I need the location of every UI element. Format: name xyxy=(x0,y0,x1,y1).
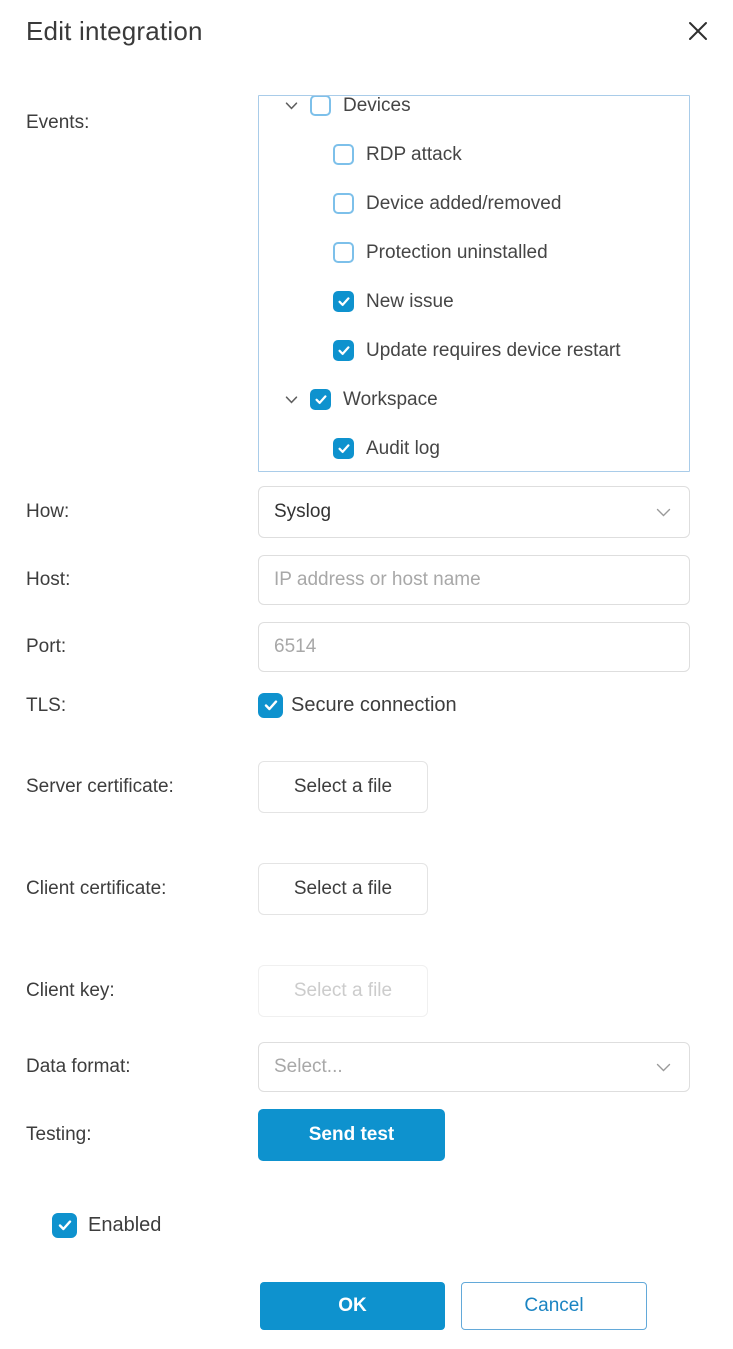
close-icon xyxy=(689,22,707,40)
tls-checkbox[interactable] xyxy=(258,693,283,718)
ok-button[interactable]: OK xyxy=(260,1282,445,1330)
data-format-row: Data format: Select... xyxy=(26,1042,690,1092)
tree-item-checkbox[interactable] xyxy=(310,389,331,410)
tree-item-checkbox[interactable] xyxy=(333,144,354,165)
tree-item-rdp-attack[interactable]: RDP attack xyxy=(259,130,689,179)
tree-item-new-issue[interactable]: New issue xyxy=(259,277,689,326)
checkmark-icon xyxy=(315,394,326,404)
close-button[interactable] xyxy=(683,16,713,46)
data-format-select-placeholder: Select... xyxy=(274,1056,343,1077)
checkmark-icon xyxy=(264,700,277,711)
tree-item-label: New issue xyxy=(366,290,454,312)
events-row: Events: Devices RDP attack xyxy=(26,95,690,472)
checkmark-icon xyxy=(338,443,349,453)
tls-label: TLS: xyxy=(26,694,67,716)
data-format-select[interactable]: Select... xyxy=(258,1042,690,1092)
tree-item-workspace[interactable]: Workspace xyxy=(259,375,689,424)
tree-item-checkbox[interactable] xyxy=(333,193,354,214)
server-certificate-label: Server certificate: xyxy=(26,776,174,797)
tree-item-checkbox[interactable] xyxy=(333,340,354,361)
port-input[interactable] xyxy=(258,622,690,672)
client-certificate-label: Client certificate: xyxy=(26,878,167,899)
client-key-file-button: Select a file xyxy=(258,965,428,1017)
send-test-button[interactable]: Send test xyxy=(258,1109,445,1161)
server-certificate-row: Server certificate: Select a file xyxy=(26,761,690,813)
checkmark-icon xyxy=(338,345,349,355)
dialog-footer: OK Cancel xyxy=(26,1282,690,1330)
testing-row: Testing: Send test xyxy=(26,1109,690,1161)
tree-item-label: RDP attack xyxy=(366,143,462,165)
chevron-down-icon xyxy=(656,508,671,516)
tree-item-protection-uninstalled[interactable]: Protection uninstalled xyxy=(259,228,689,277)
testing-label: Testing: xyxy=(26,1124,92,1145)
tree-item-label: Protection uninstalled xyxy=(366,241,548,263)
tree-item-update-requires-device-restart[interactable]: Update requires device restart xyxy=(259,326,689,375)
checkmark-icon xyxy=(58,1220,71,1231)
port-label: Port: xyxy=(26,636,67,657)
server-certificate-file-button[interactable]: Select a file xyxy=(258,761,428,813)
tls-checkbox-label: Secure connection xyxy=(291,694,457,716)
chevron-down-icon[interactable] xyxy=(285,395,299,404)
how-select-value: Syslog xyxy=(274,501,332,522)
host-row: Host: xyxy=(26,555,690,605)
enabled-row: Enabled xyxy=(26,1213,690,1238)
tree-item-label: Workspace xyxy=(343,388,438,410)
cancel-button[interactable]: Cancel xyxy=(461,1282,647,1330)
host-input[interactable] xyxy=(258,555,690,605)
tree-item-devices[interactable]: Devices xyxy=(259,95,689,130)
how-label: How: xyxy=(26,501,70,522)
events-label: Events: xyxy=(26,112,90,133)
how-row: How: Syslog xyxy=(26,486,690,538)
tree-item-label: Update requires device restart xyxy=(366,339,621,361)
client-certificate-row: Client certificate: Select a file xyxy=(26,863,690,915)
tls-row: TLS: Secure connection xyxy=(26,693,690,718)
tree-item-checkbox[interactable] xyxy=(333,242,354,263)
client-key-row: Client key: Select a file xyxy=(26,965,690,1017)
dialog-title: Edit integration xyxy=(26,16,203,46)
tree-item-label: Devices xyxy=(343,95,411,116)
client-certificate-file-button[interactable]: Select a file xyxy=(258,863,428,915)
enabled-label: Enabled xyxy=(88,1214,162,1236)
data-format-label: Data format: xyxy=(26,1056,131,1077)
host-label: Host: xyxy=(26,569,71,590)
events-tree-box[interactable]: Devices RDP attack Device added/removed … xyxy=(258,95,690,472)
tree-item-checkbox[interactable] xyxy=(310,96,331,116)
chevron-down-icon[interactable] xyxy=(285,101,299,110)
tree-item-checkbox[interactable] xyxy=(333,291,354,312)
how-select[interactable]: Syslog xyxy=(258,486,690,538)
dialog-header: Edit integration xyxy=(0,0,733,50)
enabled-checkbox[interactable] xyxy=(52,1213,77,1238)
tree-item-label: Device added/removed xyxy=(366,192,562,214)
events-tree-list: Devices RDP attack Device added/removed … xyxy=(259,95,689,471)
tree-item-device-added-removed[interactable]: Device added/removed xyxy=(259,179,689,228)
tree-item-audit-log[interactable]: Audit log xyxy=(259,424,689,471)
client-key-label: Client key: xyxy=(26,980,115,1001)
port-row: Port: xyxy=(26,622,690,672)
checkmark-icon xyxy=(338,296,349,306)
tree-item-checkbox[interactable] xyxy=(333,438,354,459)
integration-form: Events: Devices RDP attack xyxy=(0,95,733,1330)
tree-item-label: Audit log xyxy=(366,437,440,459)
chevron-down-icon xyxy=(656,1063,671,1071)
